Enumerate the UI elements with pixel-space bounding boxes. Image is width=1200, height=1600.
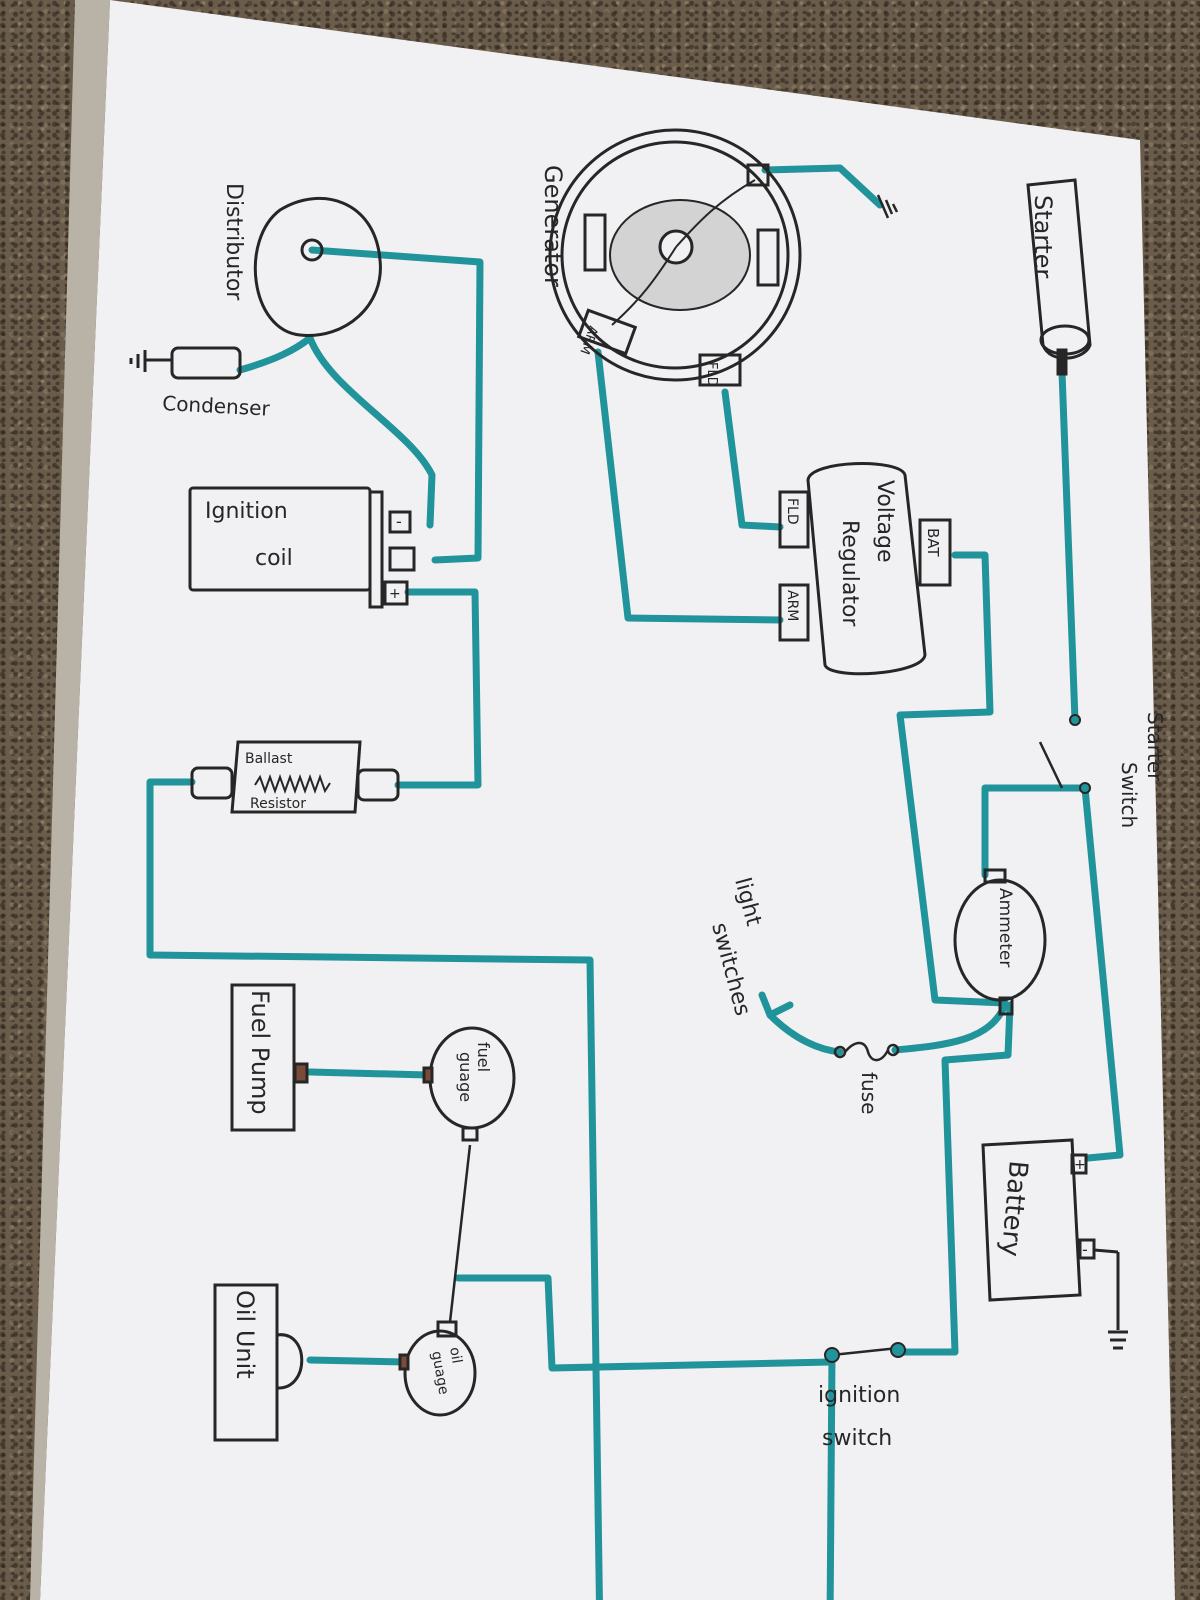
ammeter bbox=[953, 868, 1047, 1016]
wire-gen-fld-to-regulator bbox=[721, 388, 784, 531]
battery bbox=[981, 1138, 1128, 1350]
voltage-regulator-label-1: Voltage bbox=[872, 480, 897, 563]
ignition-coil bbox=[188, 486, 416, 609]
regulator-bat-terminal-label: BAT bbox=[924, 528, 942, 557]
ignition-switch-terminal-right bbox=[890, 1342, 906, 1358]
voltage-regulator bbox=[778, 462, 952, 676]
battery-negative-terminal: - bbox=[1082, 1240, 1088, 1259]
starter-label: Starter bbox=[1029, 195, 1057, 278]
wire-starter-switch-to-battery bbox=[1081, 784, 1124, 1162]
battery-positive-terminal: + bbox=[1074, 1157, 1086, 1173]
ballast-label-1: Ballast bbox=[245, 751, 293, 767]
coil-negative-terminal: - bbox=[396, 512, 402, 531]
starter-switch-label-1: Starter bbox=[1143, 712, 1167, 782]
fuel-pump-label: Fuel Pump bbox=[246, 990, 274, 1115]
starter-switch-label-2: Switch bbox=[1117, 762, 1141, 828]
oil-unit-label: Oil Unit bbox=[231, 1290, 259, 1379]
coil-positive-terminal: + bbox=[389, 586, 401, 602]
ignition-switch-terminal-left bbox=[824, 1347, 840, 1363]
fuel-pump bbox=[230, 983, 309, 1132]
generator bbox=[548, 128, 802, 387]
wire-distributor-to-coil bbox=[308, 246, 484, 564]
ignition-switch-label-1: ignition bbox=[818, 1383, 900, 1408]
ignition-switch-label-2: switch bbox=[822, 1426, 892, 1451]
fuse-label: fuse bbox=[857, 1072, 881, 1114]
wire-gen-arm-to-regulator bbox=[594, 348, 784, 624]
condenser-label: Condenser bbox=[162, 391, 271, 421]
wire-ignition-switch-to-ammeter bbox=[896, 1001, 1014, 1356]
voltage-regulator-label-2: Regulator bbox=[837, 520, 862, 627]
wire-coil-pos-to-ballast bbox=[394, 588, 482, 789]
generator-label: Generator bbox=[539, 165, 567, 287]
generator-fld-label: FLD bbox=[704, 362, 719, 387]
wire-fuel-gauge-to-oil-gauge bbox=[448, 1144, 472, 1323]
fuel-gauge-label-2: guage bbox=[456, 1052, 475, 1102]
regulator-arm-terminal-label: ARM bbox=[784, 590, 800, 621]
oil-gauge-label-1: oil bbox=[446, 1346, 465, 1365]
wires bbox=[146, 164, 1124, 1600]
generator-ground-symbol bbox=[876, 194, 899, 219]
starter-switch-terminal-bottom bbox=[1079, 782, 1091, 794]
starter-motor bbox=[1026, 178, 1092, 376]
fuel-gauge-label-1: fuel bbox=[474, 1042, 493, 1072]
ballast-label-2: Resistor bbox=[250, 796, 306, 812]
wire-ballast-to-ignition-switch bbox=[146, 778, 836, 1600]
ignition-switch-contact-bar bbox=[831, 1346, 899, 1357]
wire-reg-bat-to-ammeter bbox=[896, 551, 1009, 1007]
paper-sheet bbox=[40, 0, 1175, 1600]
fuse bbox=[833, 1041, 900, 1062]
paper-shadow-edge bbox=[30, 0, 110, 1600]
wire-oil-unit-to-oil-gauge bbox=[306, 1356, 409, 1366]
wire-condenser-to-coil-neg bbox=[236, 334, 436, 529]
ignition-coil-label-2: coil bbox=[255, 546, 293, 571]
oil-unit bbox=[213, 1283, 304, 1442]
ballast-resistor bbox=[190, 740, 400, 814]
wire-starter-switch-loop bbox=[981, 784, 1089, 879]
ignition-coil-label-1: Ignition bbox=[205, 499, 288, 524]
condenser bbox=[129, 346, 242, 380]
wire-fuel-pump-to-fuel-gauge bbox=[306, 1068, 432, 1079]
wire-generator-ground bbox=[761, 164, 884, 209]
starter-switch-blade bbox=[1038, 741, 1064, 789]
wire-starter-to-starter-switch bbox=[1058, 368, 1079, 724]
starter-switch-terminal-top bbox=[1069, 714, 1081, 726]
oil-gauge bbox=[398, 1320, 477, 1417]
distributor-label: Distributor bbox=[221, 183, 246, 301]
distributor bbox=[253, 196, 382, 337]
ammeter-label: Ammeter bbox=[995, 888, 1015, 967]
wire-gauges-feed bbox=[454, 1274, 834, 1372]
fuel-gauge bbox=[422, 1026, 516, 1142]
oil-gauge-label-2: guage bbox=[428, 1350, 451, 1396]
regulator-fld-terminal-label: FLD bbox=[784, 498, 800, 525]
light-switches-arrow-icon bbox=[758, 991, 794, 1019]
